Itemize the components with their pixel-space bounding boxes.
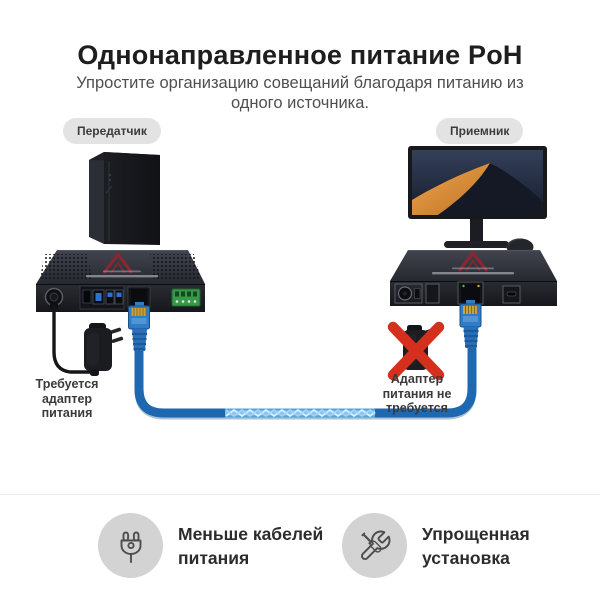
cable-energy-glow [225, 408, 376, 418]
power-port [394, 283, 423, 304]
brand-logo-icon [102, 251, 134, 274]
tower-pc [89, 152, 160, 245]
feature-fewer-cables: Меньше кабелей питания [98, 513, 328, 578]
receiver-device [390, 250, 557, 306]
feature-label: Меньше кабелей питания [178, 523, 324, 568]
hdmi-port [502, 285, 521, 304]
power-cable [50, 303, 92, 374]
transmitter-device [36, 250, 205, 312]
ethernet-cable [128, 300, 482, 420]
tools-icon [342, 513, 407, 578]
subtitle-line-2: одного источника. [230, 94, 370, 112]
rj45-connector-left [128, 302, 150, 351]
power-required-note: Требуется адаптер питания [35, 377, 99, 420]
terminal-block [171, 288, 201, 307]
red-x-icon [387, 321, 445, 381]
page-subtitle: Упростите организацию совещаний благодар… [0, 73, 600, 113]
monitor [408, 146, 547, 248]
feature-easy-install: Упрощенная установка [342, 513, 547, 578]
receiver-label-pill: Приемник [436, 118, 524, 144]
footer-divider [0, 494, 600, 495]
power-adapter [84, 323, 124, 376]
usb-ports [79, 285, 125, 310]
rj45-connector-right [459, 300, 482, 348]
feature-label: Упрощенная установка [422, 523, 530, 568]
crossed-power-adapter [387, 321, 445, 381]
brand-logo-icon [457, 250, 489, 272]
power-plug-icon [98, 513, 163, 578]
power-port [44, 287, 64, 307]
ethernet-port-transmitter [127, 286, 151, 308]
page-title: Однонаправленное питание PoH [77, 40, 523, 70]
no-power-needed-note: Адаптер питания не требуется [382, 372, 452, 415]
transmitter-label-pill: Передатчик [63, 118, 161, 144]
subtitle-line-1: Упростите организацию совещаний благодар… [76, 74, 524, 92]
monitor-screen-wallpaper [412, 150, 543, 215]
ethernet-port-receiver [457, 281, 484, 305]
aux-port [425, 283, 440, 304]
